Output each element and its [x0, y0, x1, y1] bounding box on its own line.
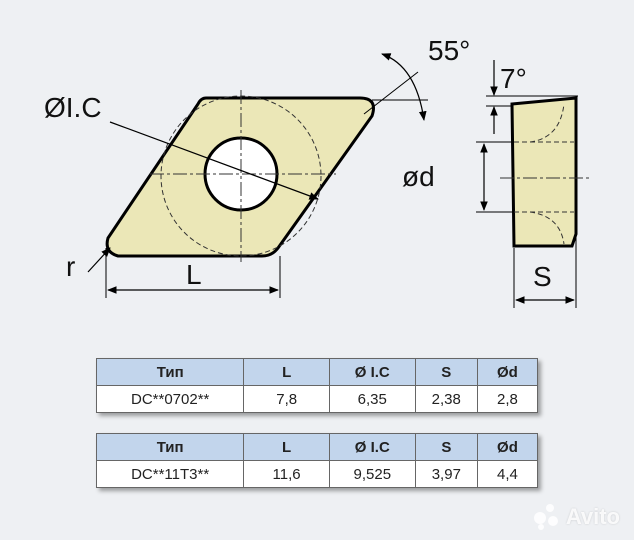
spec-table-11t3: Тип L Ø I.C S Ød DC**11T3** 11,6 9,525 3… [95, 433, 539, 488]
table-header-row: Тип L Ø I.C S Ød [95, 433, 539, 461]
cell-length: 7,8 [243, 385, 330, 413]
length-label: L [186, 259, 202, 290]
avito-watermark: Avito [533, 504, 620, 530]
header-ic: Ø I.C [328, 433, 416, 461]
table-header-row: Тип L Ø I.C S Ød [95, 358, 539, 386]
insert-side-view [510, 96, 578, 248]
side-countersink-top [529, 103, 565, 143]
cell-hole: 2,8 [476, 385, 539, 413]
avito-logo-icon [533, 504, 560, 530]
cell-hole: 4,4 [476, 460, 539, 488]
cell-ic: 6,35 [328, 385, 416, 413]
header-length: L [243, 433, 330, 461]
radius-leader [87, 247, 111, 273]
header-hole: Ød [476, 358, 539, 386]
cell-thickness: 3,97 [414, 460, 478, 488]
ic-label: ØI.C [44, 92, 102, 123]
table-row: DC**11T3** 11,6 9,525 3,97 4,4 [95, 460, 539, 488]
header-thickness: S [414, 358, 478, 386]
cell-thickness: 2,38 [414, 385, 478, 413]
cell-type: DC**11T3** [95, 460, 245, 488]
cell-length: 11,6 [243, 460, 330, 488]
header-type: Тип [95, 433, 245, 461]
side-countersink-bottom [529, 211, 565, 245]
header-thickness: S [414, 433, 478, 461]
relief-label: 7° [500, 63, 527, 94]
ic-leader [109, 121, 319, 200]
header-length: L [243, 358, 330, 386]
hole-label: ød [402, 161, 435, 192]
table-row: DC**0702** 7,8 6,35 2,38 2,8 [95, 385, 539, 413]
header-ic: Ø I.C [328, 358, 416, 386]
spec-table-0702: Тип L Ø I.C S Ød DC**0702** 7,8 6,35 2,3… [95, 358, 539, 413]
cell-ic: 9,525 [328, 460, 416, 488]
angle-label: 55° [428, 35, 470, 66]
header-type: Тип [95, 358, 245, 386]
radius-label: r [66, 251, 75, 282]
thickness-label: S [533, 261, 552, 292]
cell-type: DC**0702** [95, 385, 245, 413]
insert-drawing: ØI.C 55° r L 7° ød S [44, 35, 590, 308]
angle-arc [381, 53, 427, 121]
angle-side-line [363, 71, 419, 115]
header-hole: Ød [476, 433, 539, 461]
watermark-text: Avito [565, 504, 620, 529]
